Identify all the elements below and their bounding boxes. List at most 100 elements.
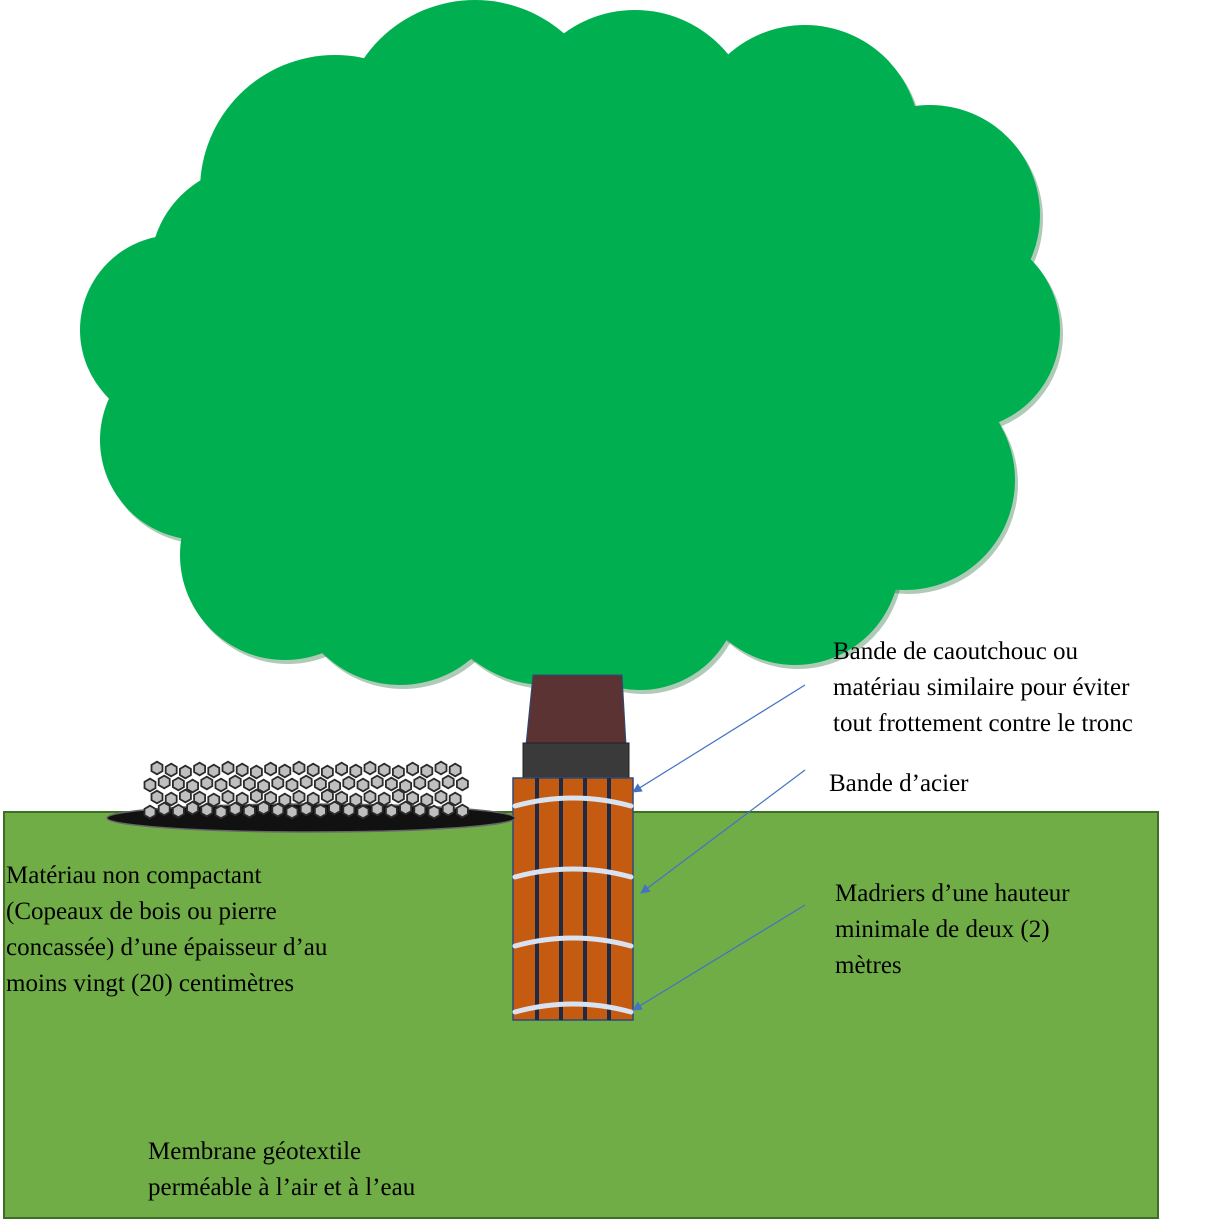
gravel-stone [200,802,214,818]
gravel-stone [271,775,285,791]
gravel-stone [342,802,356,818]
gravel-stone [391,764,405,780]
label-membrane: Membrane géotextile perméable à l’air et… [148,1134,415,1206]
gravel-stone [427,804,441,820]
label-line: concassée) d’une épaisseur d’au [6,934,328,961]
gravel-stone [221,760,235,776]
gravel-stone [157,774,171,790]
steel-bands [512,795,634,1015]
gravel-stone [278,763,292,779]
label-line: (Copeaux de bois ou pierre [6,898,277,925]
steel-band [512,935,634,949]
label-line: moins vingt (20) centimètres [6,970,295,997]
gravel-stone [384,776,398,792]
canopy-lobe [560,160,960,560]
label-line: perméable à l’air et à l’eau [148,1174,416,1201]
gravel-stone [143,804,157,820]
canopy-lobe [220,140,620,540]
plank [512,777,538,1021]
label-line: Membrane géotextile [148,1138,362,1165]
gravel-stone [356,777,370,793]
wooden-planks [512,777,634,1021]
label-line: Madriers d’une hauteur [835,880,1070,907]
gravel-stone [249,764,263,780]
gravel-stone [143,777,157,793]
gravel-stone [186,778,200,794]
plank-seam [583,778,587,1020]
gravel-stone [370,801,384,817]
gravel-stone [257,800,271,816]
gravel-stone [285,777,299,793]
gravel-stone [171,803,185,819]
label-line: matériau similaire pour éviter [833,674,1130,701]
gravel-stone [178,788,192,804]
steel-band [512,1001,634,1015]
steel-band [512,866,634,880]
gravel-stone [420,763,434,779]
gravel-stone [441,801,455,817]
gravel-stone [228,774,242,790]
gravel-stone [271,802,285,818]
label-line: Bande d’acier [829,770,969,797]
label-line: Matériau non compactant [6,862,262,889]
gravel-stone [335,790,349,806]
gravel-stone [320,764,334,780]
arrow-rubber-band [632,684,806,793]
gravel-stone [306,762,320,778]
gravel-stone [363,789,377,805]
plank-seam [559,778,563,1020]
gravel-stone [214,804,228,820]
gravel-stone [455,803,469,819]
gravel-stone [320,788,334,804]
gravel-stone [292,789,306,805]
gravel-stone [399,800,413,816]
gravel-stone [363,760,377,776]
gravel-stone [264,790,278,806]
gravel-stone [313,776,327,792]
gravel-stone [186,800,200,816]
gravel-stone [242,776,256,792]
gravel-stone [391,788,405,804]
gravel-stone [178,764,192,780]
gravel-stone [441,774,455,790]
plank [536,777,562,1021]
gravel-stone [399,778,413,794]
gravel-stone [150,789,164,805]
gravel-stone [214,777,228,793]
gravel-stone [413,802,427,818]
gravel-stone [299,774,313,790]
gravel-stone [455,776,469,792]
gravel-stone [342,775,356,791]
gravel-stone [434,789,448,805]
gravel-stone [427,777,441,793]
plank [560,777,586,1021]
gravel-stone [242,803,256,819]
gravel-stone [235,791,249,807]
label-line: tout frottement contre le tronc [833,710,1133,737]
gravel-stone [164,762,178,778]
gravel-stone [377,791,391,807]
gravel-stone [292,760,306,776]
steel-band [512,795,634,809]
gravel-stone [328,778,342,794]
label-line: Bande de caoutchouc ou [833,638,1079,665]
tree-icon [80,0,1063,694]
gravel-stone [328,800,342,816]
gravel-stone [356,804,370,820]
gravel-stone [193,761,207,777]
gravel-stone [299,801,313,817]
gravel-icon [143,760,469,820]
plank-seam [535,778,539,1020]
gravel-stone [150,760,164,776]
gravel-stone [349,763,363,779]
gravel-stone [249,788,263,804]
gravel-stone [406,790,420,806]
gravel-stone [349,792,363,808]
gravel-stone [235,762,249,778]
arrow-planks [632,904,806,1011]
gravel-stone [164,791,178,807]
gravel-stone [193,790,207,806]
plank [608,777,634,1021]
